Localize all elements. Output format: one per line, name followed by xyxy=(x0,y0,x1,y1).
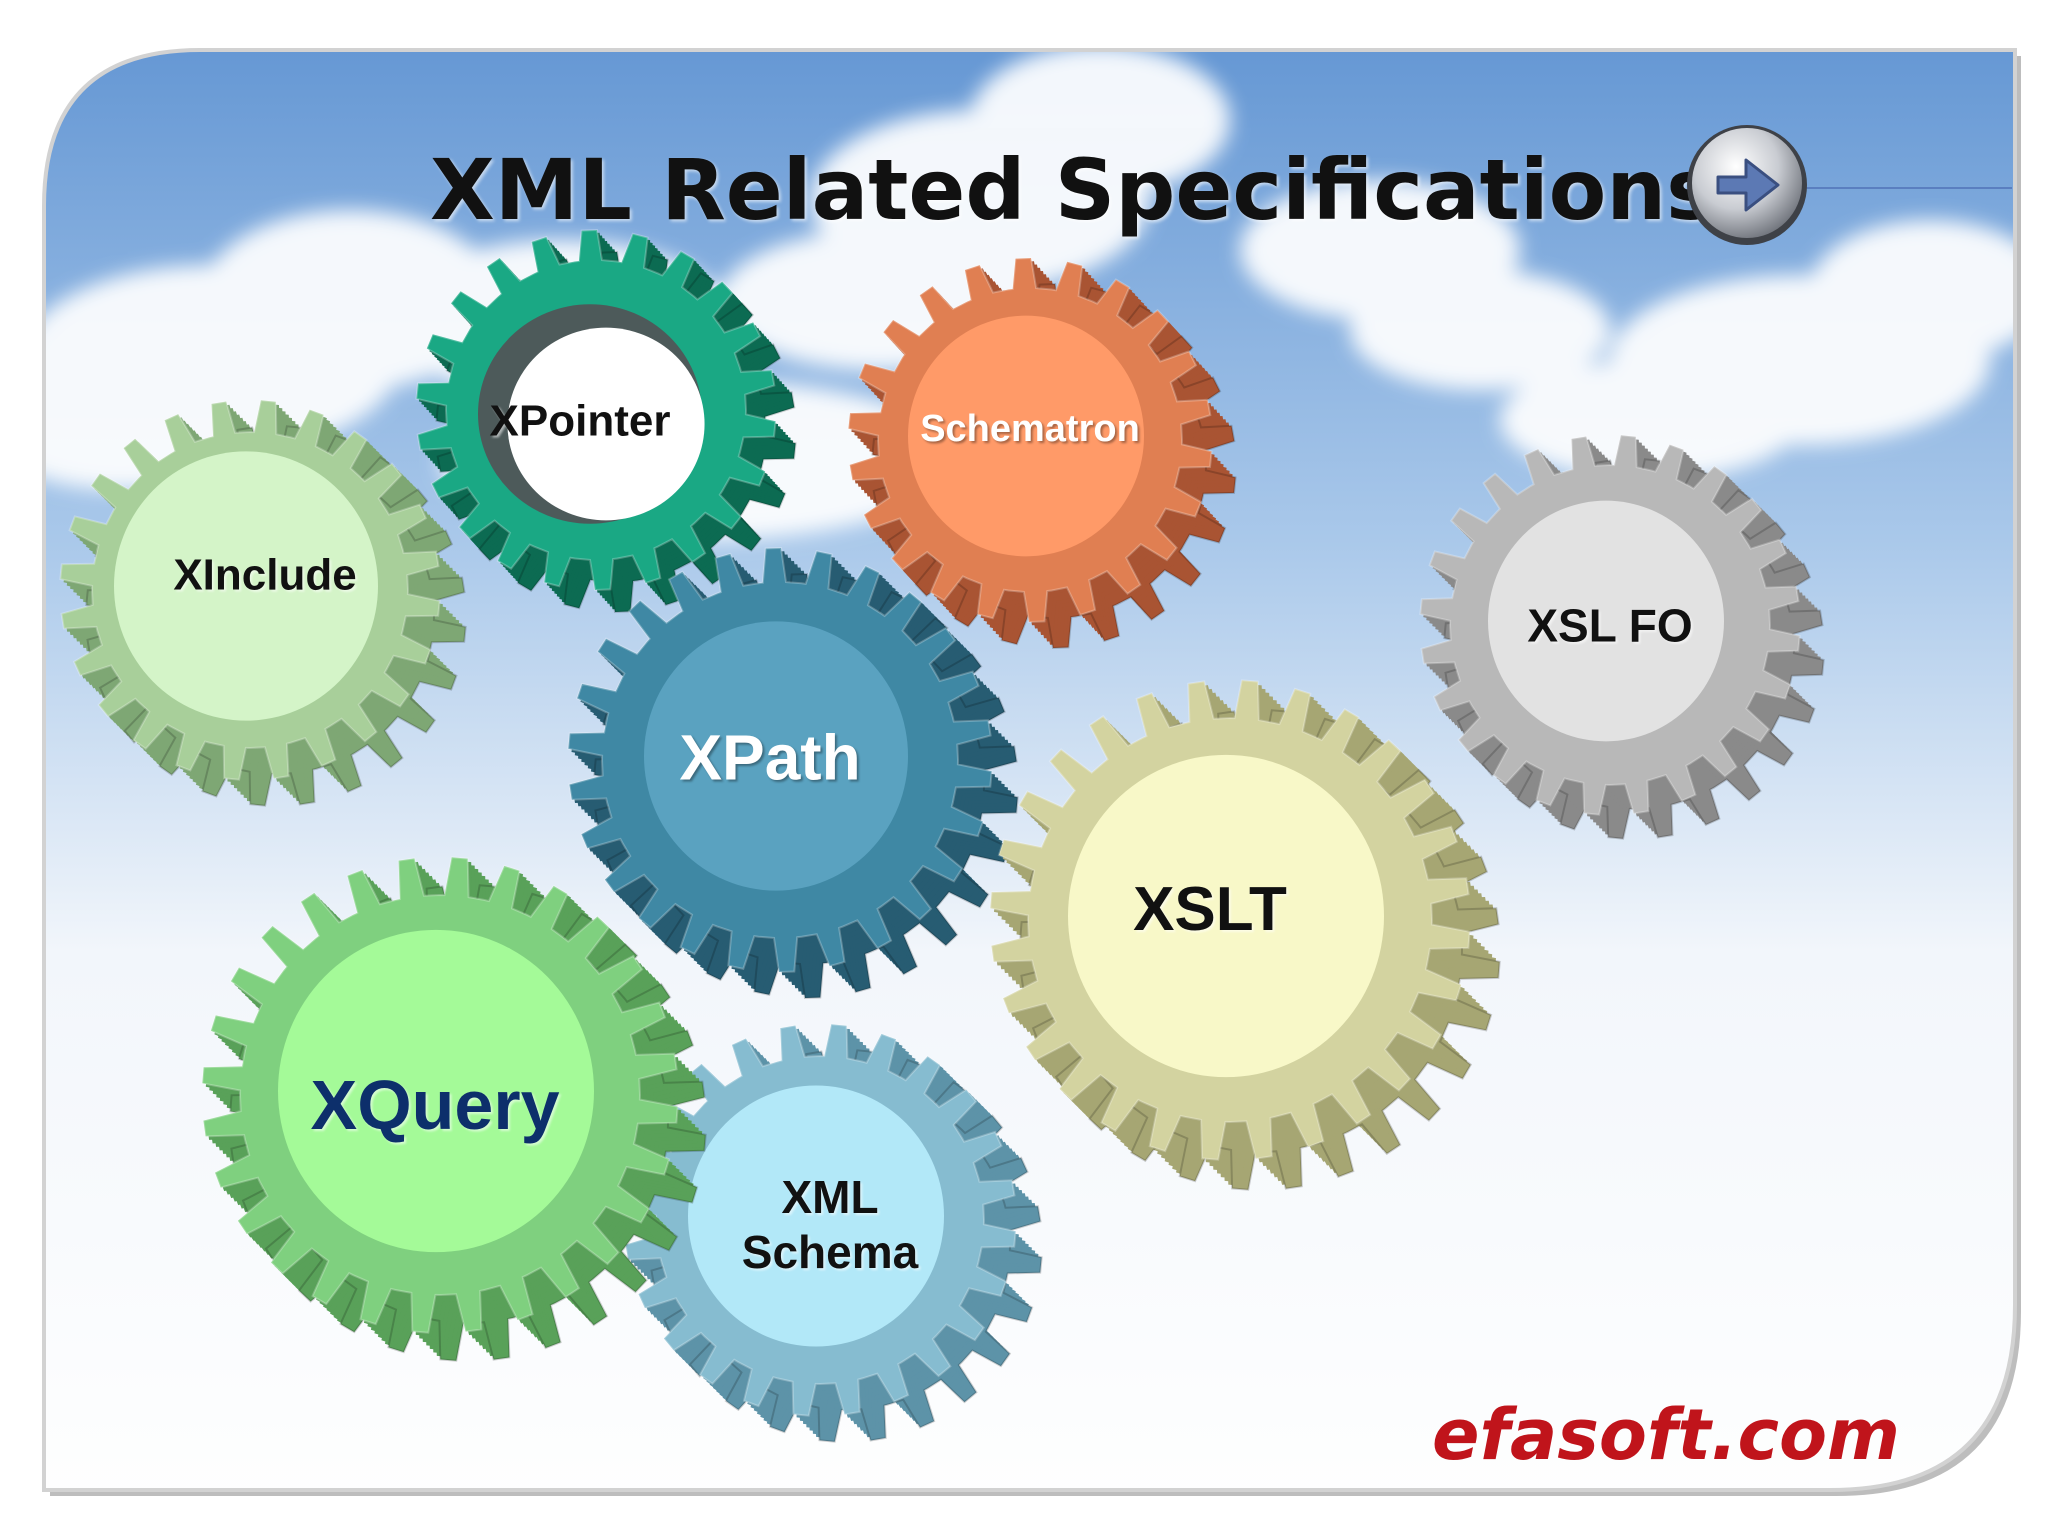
gear-xpointer xyxy=(415,228,797,614)
gear-xquery-hub xyxy=(278,929,594,1253)
gear-xpath xyxy=(567,546,1019,1000)
gear-xslt-hub xyxy=(1068,754,1384,1078)
gear-xslfo-hub xyxy=(1488,500,1724,742)
gear-xmlschema-hub xyxy=(688,1085,944,1347)
brand-logo-text: efasoft.com xyxy=(1432,1394,1900,1476)
gear-xpointer-hole xyxy=(507,327,705,521)
gear-xslt xyxy=(989,679,1501,1191)
slide-title: XML Related Specifications xyxy=(430,141,1717,239)
gear-xinclude-hub xyxy=(114,451,378,721)
gear-xslfo xyxy=(1419,434,1825,840)
gear-xmlschema xyxy=(623,1023,1043,1443)
gear-schematron xyxy=(847,256,1237,650)
gear-xinclude xyxy=(59,399,467,807)
gear-xquery xyxy=(201,856,707,1362)
next-slide-button[interactable] xyxy=(1684,122,1810,248)
gear-xpath-hub xyxy=(644,621,908,891)
arrow-right-icon xyxy=(1687,125,1807,245)
gear-schematron-hub xyxy=(908,315,1144,557)
